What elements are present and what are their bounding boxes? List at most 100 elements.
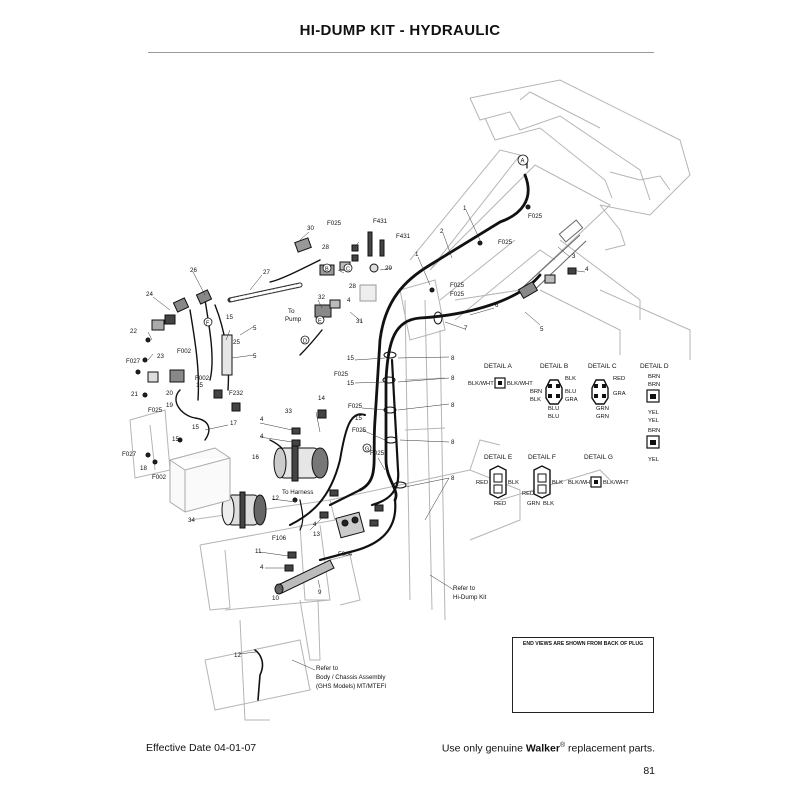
label-11: 11 — [255, 548, 262, 555]
label-15g: 15 — [355, 415, 362, 422]
refer-body-line3: (GHS Models) MT/MTEFI — [316, 683, 386, 690]
label-f027a: F027 — [126, 358, 141, 365]
starter-motor — [221, 491, 267, 529]
valve-block — [335, 511, 365, 539]
note-box: END VIEWS ARE SHOWN FROM BACK OF PLUG — [512, 637, 654, 713]
detail-marker-a-label: A — [521, 159, 525, 165]
detail-a: DETAIL A BLK/WHT BLK/WHT — [468, 363, 533, 389]
detail-marker-g-label: G — [365, 447, 369, 453]
svg-text:DETAIL F: DETAIL F — [528, 454, 556, 461]
label-4d: 4 — [260, 433, 264, 440]
label-8d: 8 — [451, 439, 455, 446]
svg-text:BLK: BLK — [552, 480, 563, 486]
label-23: 23 — [157, 353, 164, 360]
label-33: 33 — [285, 408, 292, 415]
label-22: 22 — [130, 328, 137, 335]
label-f106: F106 — [272, 535, 287, 542]
label-30: 30 — [307, 225, 314, 232]
refer-body-line2: Body / Chassis Assembly — [316, 674, 386, 681]
svg-text:GRN: GRN — [596, 406, 609, 412]
label-f025c: F025 — [450, 282, 465, 289]
label-19: 19 — [166, 402, 173, 409]
to-harness-label: To Harness — [282, 489, 313, 496]
svg-text:YEL: YEL — [648, 418, 660, 424]
svg-text:BLK/WHT: BLK/WHT — [468, 381, 494, 387]
lift-cylinder — [274, 559, 335, 595]
label-15b: 15 — [196, 382, 203, 389]
label-f002c: F002 — [152, 474, 167, 481]
label-1b: 1 — [415, 251, 419, 258]
label-f002a: F002 — [177, 348, 192, 355]
svg-text:BLU: BLU — [548, 406, 559, 412]
label-10: 10 — [272, 595, 279, 602]
refer-hidump-line1: Refer to — [453, 585, 476, 592]
note-box-caption: END VIEWS ARE SHOWN FROM BACK OF PLUG — [522, 641, 644, 647]
detail-e: DETAIL E RED BLK RED — [476, 454, 519, 507]
detail-c: DETAIL C RED GRA GRN GRN — [588, 363, 626, 420]
label-8c: 8 — [451, 402, 455, 409]
svg-text:DETAIL G: DETAIL G — [584, 454, 613, 461]
label-28b: 28 — [349, 283, 356, 290]
footer-suffix: replacement parts. — [565, 742, 655, 755]
label-5a: 5 — [540, 326, 544, 333]
label-28a: 28 — [322, 244, 329, 251]
connector-details: DETAIL A BLK/WHT BLK/WHT DETAIL B BLK BR… — [468, 363, 669, 507]
effective-date: Effective Date 04-01-07 — [146, 742, 257, 754]
label-32: 32 — [318, 294, 325, 301]
label-26: 26 — [190, 267, 197, 274]
label-f025b: F025 — [498, 239, 513, 246]
svg-text:BLK: BLK — [543, 501, 554, 507]
label-15f: 15 — [347, 380, 354, 387]
svg-text:YEL: YEL — [648, 457, 660, 463]
detail-marker-c-label: C — [346, 267, 350, 273]
label-17: 17 — [230, 420, 237, 427]
svg-text:BRN: BRN — [648, 428, 660, 434]
label-16: 16 — [252, 454, 259, 461]
label-34: 34 — [188, 517, 195, 524]
svg-text:GRA: GRA — [613, 391, 626, 397]
label-8a: 8 — [451, 355, 455, 362]
label-1a: 1 — [463, 205, 467, 212]
label-f027b: F027 — [122, 451, 137, 458]
label-27: 27 — [263, 269, 270, 276]
label-21: 21 — [131, 391, 138, 398]
label-8b: 8 — [451, 375, 455, 382]
title-rule — [148, 52, 654, 53]
label-15d: 15 — [172, 436, 179, 443]
refer-hidump-line2: Hi-Dump Kit — [453, 594, 487, 601]
detail-f: DETAIL F BLK RED GRN BLK — [522, 454, 563, 507]
svg-text:RED: RED — [476, 480, 488, 486]
refer-body-line1: Refer to — [316, 665, 339, 672]
detail-d: DETAIL D BRN BRN YEL YEL BRN YEL — [640, 363, 669, 463]
label-f431b: F431 — [396, 233, 411, 240]
svg-text:RED: RED — [494, 501, 506, 507]
detail-marker-e-label: E — [318, 319, 322, 325]
svg-text:BLK: BLK — [530, 397, 541, 403]
svg-text:BLK/WHT: BLK/WHT — [603, 480, 629, 486]
leader-lines — [147, 209, 586, 671]
detail-b: DETAIL B BLK BRN BLK BLU GRA BLU BLU — [530, 363, 578, 420]
components — [135, 204, 577, 595]
label-f025e: F025 — [327, 220, 342, 227]
svg-text:DETAIL A: DETAIL A — [484, 363, 512, 370]
footer-prefix: Use only genuine — [441, 742, 526, 755]
label-6: 6 — [495, 302, 499, 309]
label-2: 2 — [440, 228, 444, 235]
svg-text:DETAIL D: DETAIL D — [640, 363, 669, 370]
label-18: 18 — [140, 465, 147, 472]
svg-text:DETAIL C: DETAIL C — [588, 363, 617, 370]
svg-text:DETAIL B: DETAIL B — [540, 363, 568, 370]
label-4a: 4 — [585, 266, 589, 273]
svg-text:YEL: YEL — [648, 410, 660, 416]
svg-text:BLK: BLK — [565, 376, 576, 382]
svg-text:DETAIL E: DETAIL E — [484, 454, 513, 461]
label-f002b: F002 — [195, 375, 210, 382]
label-5c: 5 — [253, 353, 257, 360]
label-20: 20 — [166, 390, 173, 397]
label-15a: 15 — [226, 314, 233, 321]
label-f431a: F431 — [373, 218, 388, 225]
label-3: 3 — [572, 253, 576, 260]
svg-text:GRA: GRA — [565, 397, 578, 403]
svg-text:GRN: GRN — [596, 414, 609, 420]
